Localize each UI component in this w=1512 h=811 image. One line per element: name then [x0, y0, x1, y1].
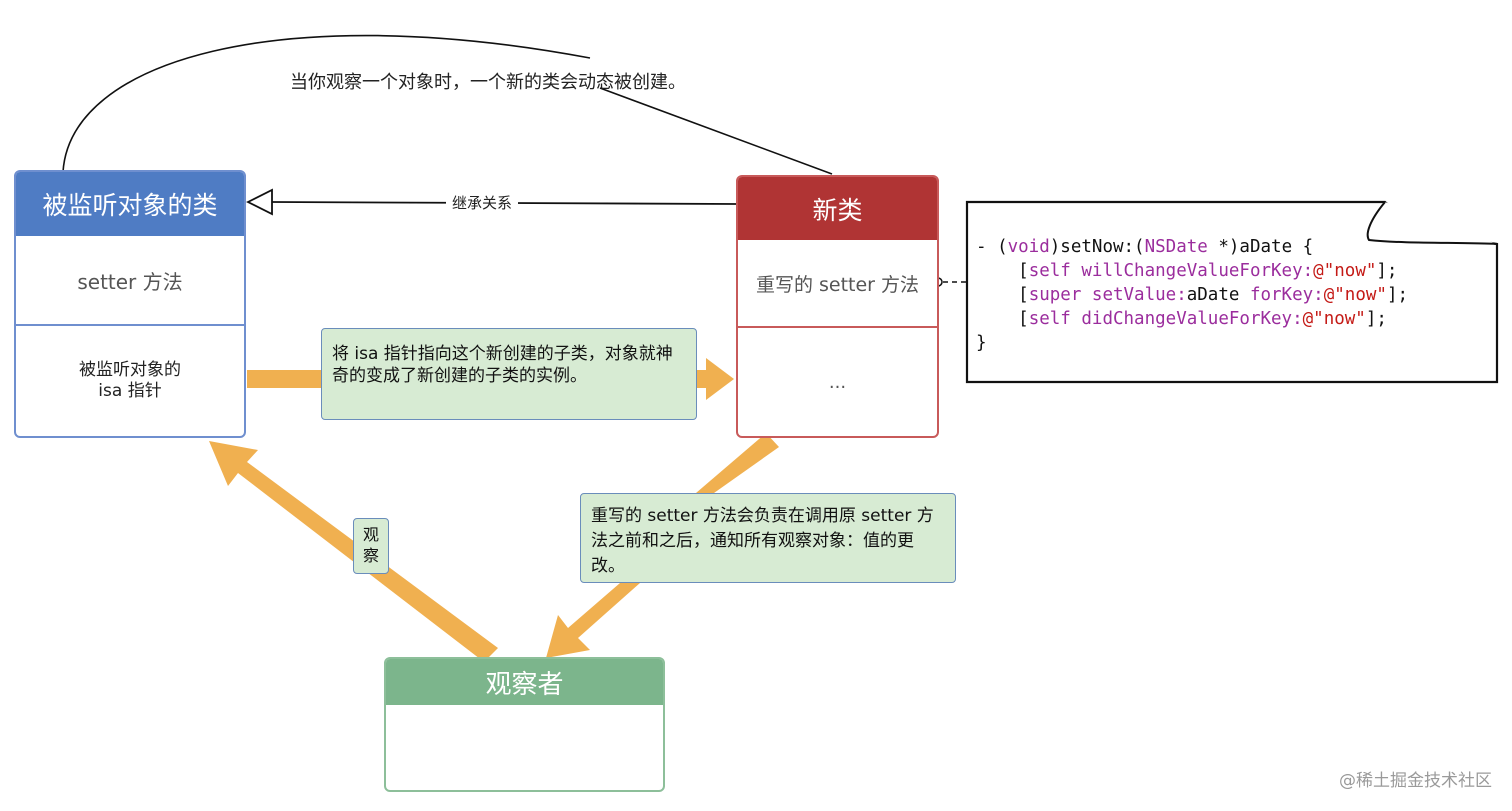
- new-class-box: 新类 重写的 setter 方法 ...: [736, 175, 939, 438]
- observer-box: 观察者: [384, 657, 665, 792]
- isa-arrow-shaft-right: [697, 370, 707, 388]
- observed-class-box: 被监听对象的类 setter 方法 被监听对象的 isa 指针: [14, 170, 246, 438]
- observe-note: 观察: [353, 518, 389, 574]
- observed-class-title: 被监听对象的类: [16, 172, 244, 236]
- code-card: [965, 200, 1499, 384]
- isa-pointer-note: 将 isa 指针指向这个新创建的子类，对象就神奇的变成了新创建的子类的实例。: [321, 328, 697, 420]
- setter-override-note: 重写的 setter 方法会负责在调用原 setter 方法之前和之后，通知所有…: [580, 493, 956, 583]
- setter-arrow-lower: [546, 583, 640, 658]
- observed-isa-line1: 被监听对象的: [79, 360, 181, 380]
- observed-isa-line2: isa 指针: [98, 381, 162, 401]
- inheritance-arrowhead: [245, 188, 273, 216]
- dynamic-creation-label: 当你观察一个对象时，一个新的类会动态被创建。: [290, 72, 686, 93]
- code-snippet: - (void)setNow:(NSDate *)aDate { [self w…: [976, 237, 1409, 353]
- new-class-title: 新类: [738, 177, 937, 240]
- isa-arrow-shaft-left: [247, 370, 321, 388]
- watermark: @稀土掘金技术社区: [1339, 771, 1492, 791]
- creation-arc: [62, 34, 591, 173]
- setter-arrow-upper: [696, 433, 779, 493]
- observer-title: 观察者: [386, 659, 663, 705]
- inheritance-label: 继承关系: [446, 192, 519, 213]
- observed-setter-method: setter 方法: [16, 236, 244, 326]
- new-class-setter-method: 重写的 setter 方法: [738, 240, 937, 328]
- isa-arrow-head: [706, 358, 734, 400]
- creation-line: [599, 87, 833, 175]
- new-class-ellipsis: ...: [828, 371, 847, 393]
- observed-isa-pointer: 被监听对象的 isa 指针: [16, 326, 244, 436]
